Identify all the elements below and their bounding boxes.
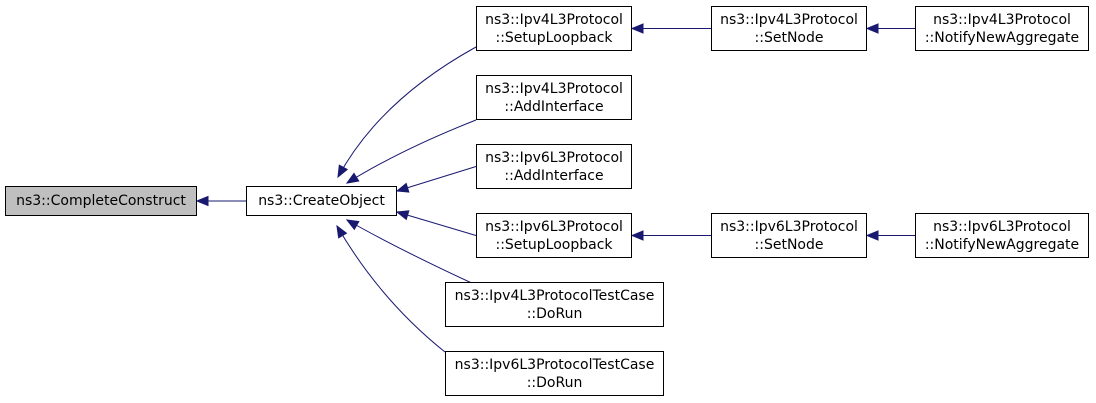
node-label-line-2: ::SetupLoopback — [495, 236, 613, 253]
node-label-line-1: ns3::Ipv4L3Protocol — [485, 11, 623, 28]
node-label-line-1: ns3::Ipv4L3Protocol — [720, 11, 858, 28]
arrowhead — [630, 230, 644, 241]
arrowhead — [337, 164, 349, 179]
node-label-line-1: ns3::Ipv4L3Protocol — [933, 11, 1071, 28]
node-label-line-1: ns3::Ipv6L3ProtocolTestCase — [454, 356, 655, 373]
node-label-line-2: ::NotifyNewAggregate — [924, 29, 1080, 46]
node-label-line-1: ns3::Ipv6L3Protocol — [720, 218, 858, 235]
node-label-line-2: ::AddInterface — [504, 167, 604, 184]
edge-ipv6-setup-loopback-to-create-object — [396, 211, 477, 236]
node-ipv6-set-node[interactable]: ns3::Ipv6L3Protocol ::SetNode — [711, 213, 867, 258]
node-label-line-2: ::AddInterface — [504, 98, 604, 115]
node-ipv4-testcase-dorun[interactable]: ns3::Ipv4L3ProtocolTestCase ::DoRun — [445, 282, 664, 327]
arrowhead — [195, 195, 209, 207]
node-label-line-2: ::NotifyNewAggregate — [924, 236, 1080, 253]
node-complete-construct: ns3::CompleteConstruct — [5, 186, 197, 216]
node-ipv4-add-interface[interactable]: ns3::Ipv4L3Protocol ::AddInterface — [476, 75, 632, 120]
arrowhead — [865, 23, 879, 34]
node-label-line-1: ns3::Ipv6L3Protocol — [933, 218, 1071, 235]
node-label-line-1: ns3::Ipv6L3Protocol — [485, 218, 623, 235]
arrowhead — [395, 182, 410, 193]
arrowhead — [336, 224, 348, 239]
edge-ipv4-testcase-dorun-to-create-object — [346, 219, 477, 286]
edge-ipv4-add-interface-to-create-object — [346, 119, 477, 184]
arrowhead — [345, 219, 360, 231]
node-label-line-2: ::SetNode — [754, 29, 824, 46]
edge-ipv6-testcase-dorun-to-create-object — [336, 225, 446, 353]
node-label-line-1: ns3::Ipv4L3ProtocolTestCase — [454, 287, 655, 304]
node-label-line-1: ns3::Ipv4L3Protocol — [485, 80, 623, 97]
arrowhead — [395, 210, 410, 221]
node-label-line-2: ::SetNode — [754, 236, 824, 253]
arrowhead — [865, 230, 879, 241]
edge-ipv4-setup-loopback-to-create-object — [337, 46, 477, 178]
node-ipv4-set-node[interactable]: ns3::Ipv4L3Protocol ::SetNode — [711, 6, 867, 51]
node-ipv6-testcase-dorun[interactable]: ns3::Ipv6L3ProtocolTestCase ::DoRun — [445, 351, 664, 396]
node-ipv6-notify-new-aggregate[interactable]: ns3::Ipv6L3Protocol ::NotifyNewAggregate — [915, 213, 1089, 258]
node-label-line-1: ns3::CreateObject — [258, 193, 385, 209]
node-create-object[interactable]: ns3::CreateObject — [246, 186, 397, 216]
node-label-line-1: ns3::Ipv6L3Protocol — [485, 149, 623, 166]
node-label-line-1: ns3::CompleteConstruct — [16, 193, 186, 209]
arrowhead — [630, 23, 644, 34]
node-ipv6-add-interface[interactable]: ns3::Ipv6L3Protocol ::AddInterface — [476, 144, 632, 189]
node-label-line-2: ::DoRun — [526, 305, 583, 322]
arrowhead — [345, 172, 360, 184]
node-label-line-2: ::DoRun — [526, 374, 583, 391]
node-ipv4-setup-loopback[interactable]: ns3::Ipv4L3Protocol ::SetupLoopback — [476, 6, 632, 51]
edge-ipv6-add-interface-to-create-object — [396, 166, 477, 192]
node-label-line-2: ::SetupLoopback — [495, 29, 613, 46]
node-ipv6-setup-loopback[interactable]: ns3::Ipv6L3Protocol ::SetupLoopback — [476, 213, 632, 258]
node-ipv4-notify-new-aggregate[interactable]: ns3::Ipv4L3Protocol ::NotifyNewAggregate — [915, 6, 1089, 51]
